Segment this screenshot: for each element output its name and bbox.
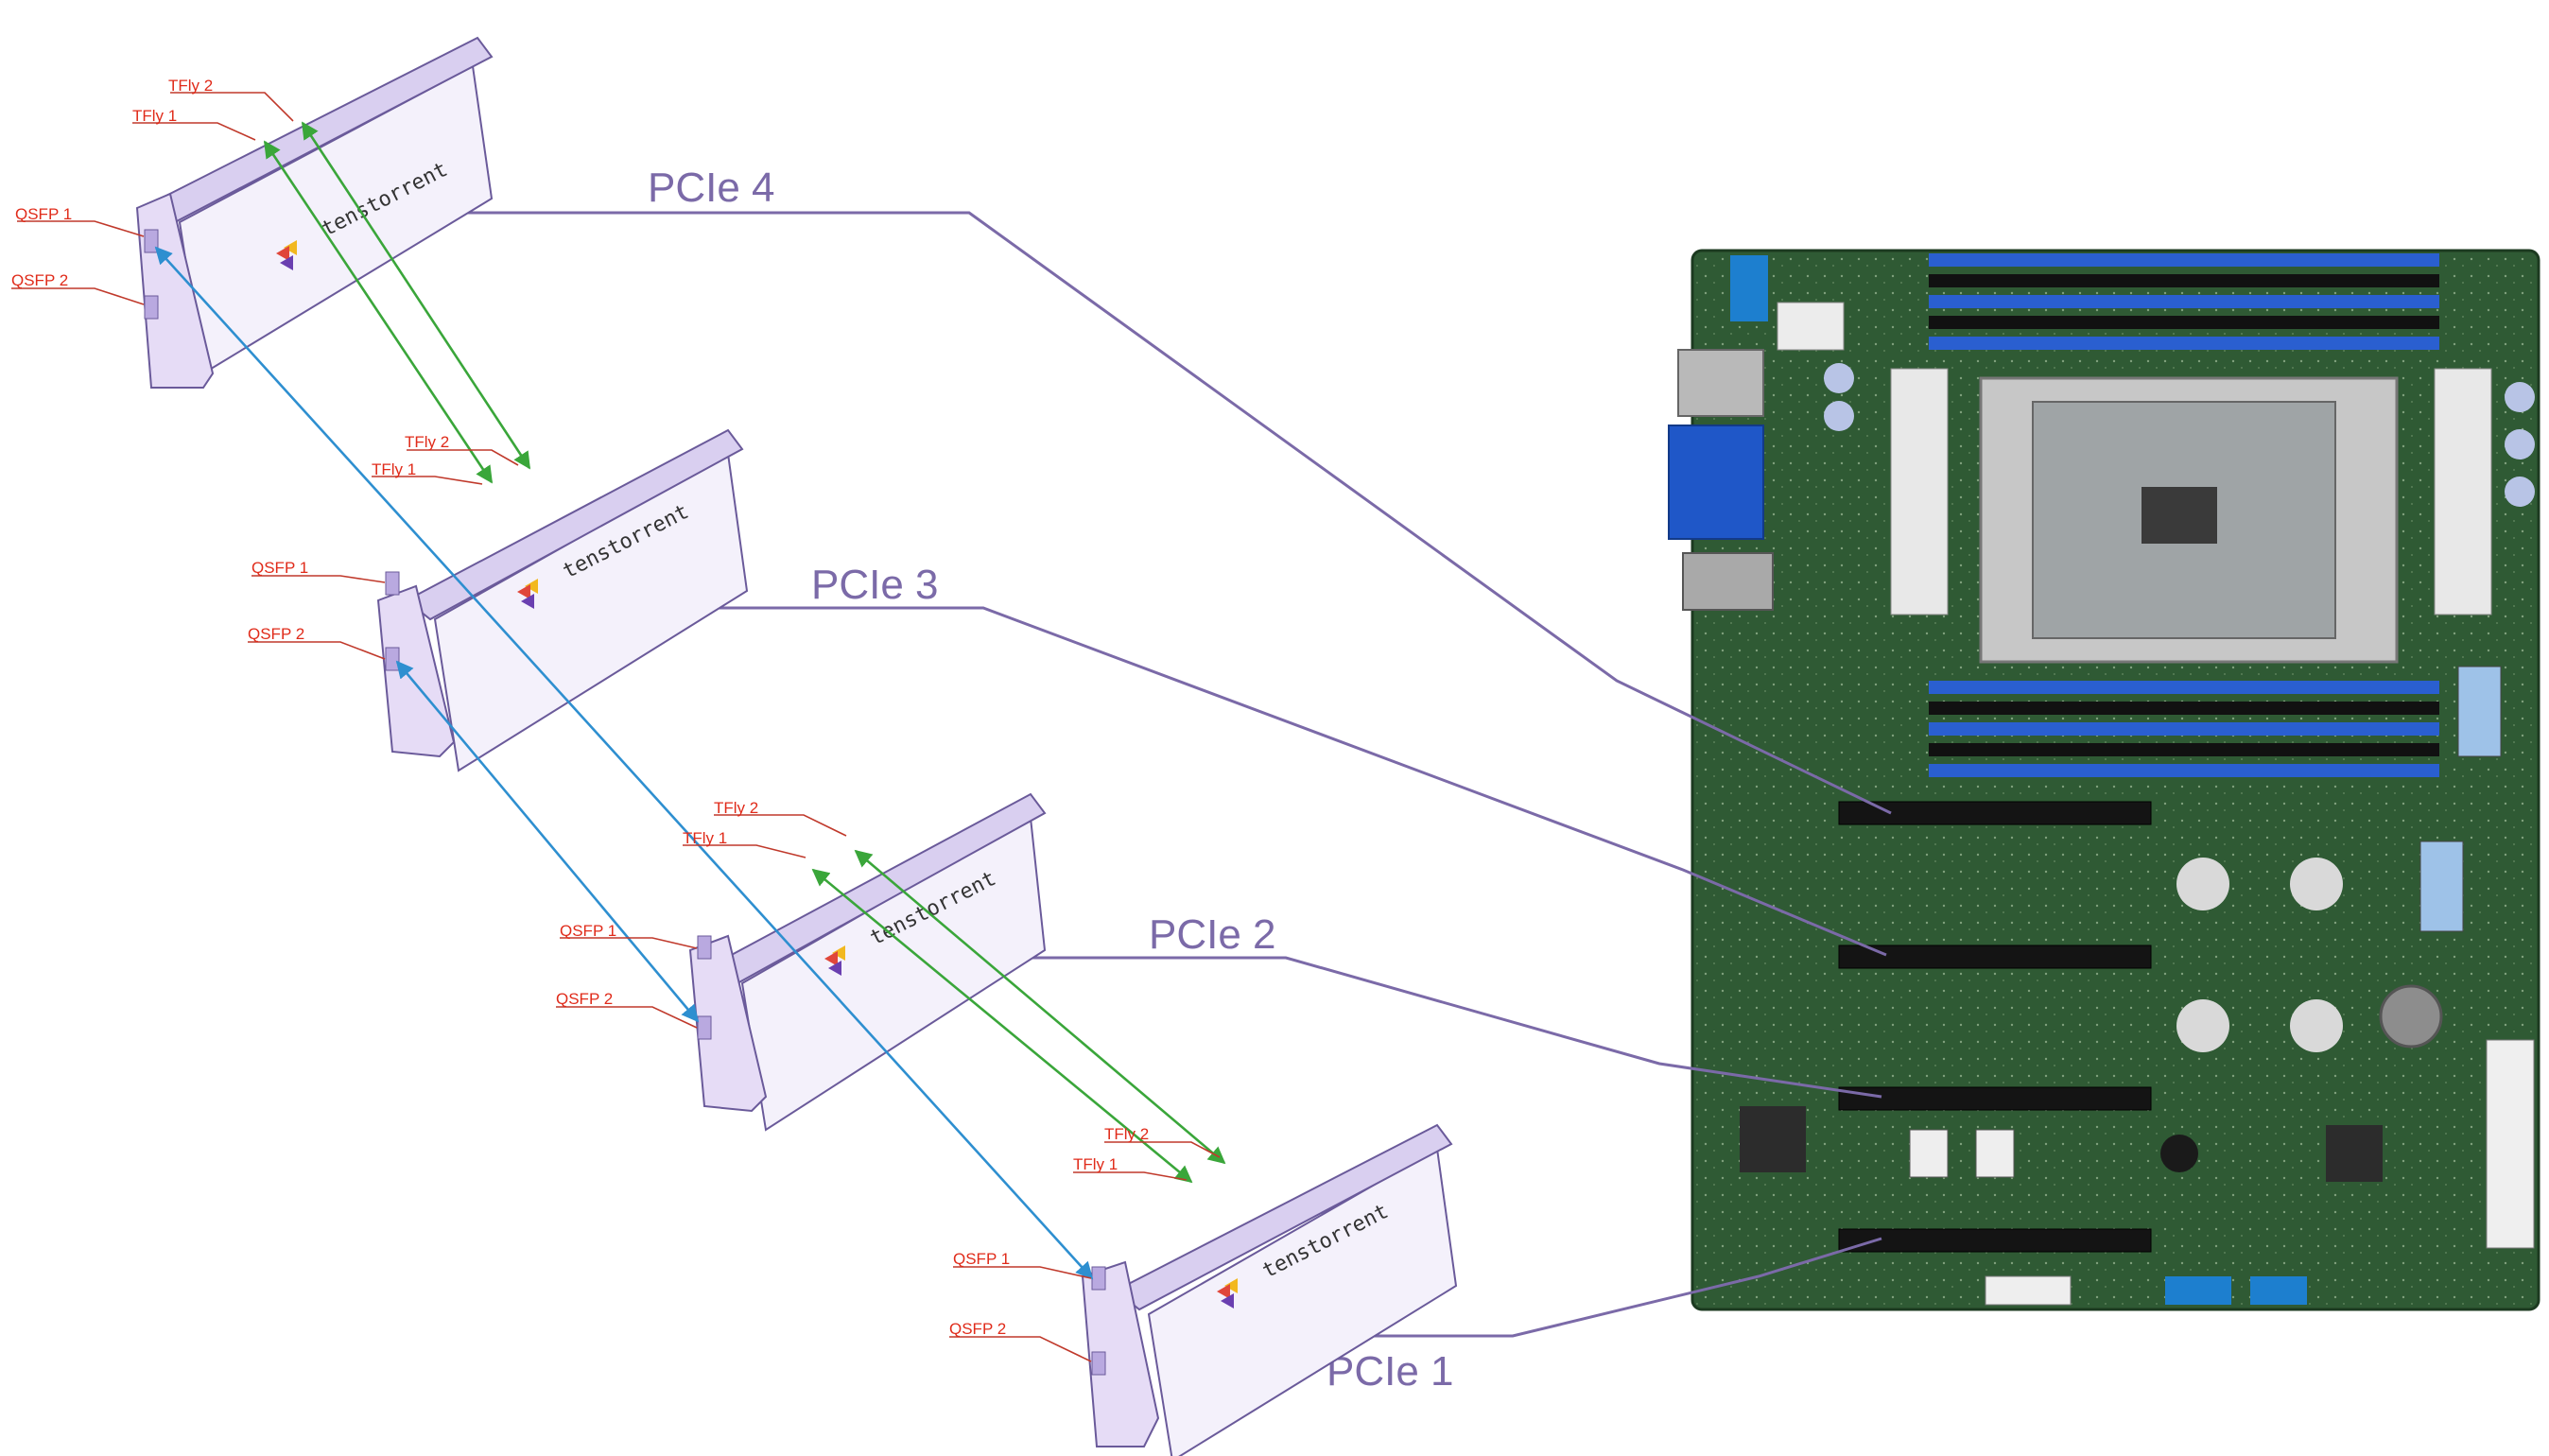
qsfp1-label: QSFP 1 (15, 205, 72, 223)
qsfp-port (697, 1015, 712, 1040)
qsfp-links (154, 246, 1094, 1280)
tfly1-label: TFly 1 (132, 107, 177, 125)
port-callouts-card4: TFly 2 TFly 1 QSFP 1 QSFP 2 (949, 1125, 1221, 1362)
qsfp1-link-card1-card4 (154, 246, 1094, 1280)
motherboard (1668, 249, 2540, 1311)
qsfp1-label: QSFP 1 (560, 922, 616, 940)
qsfp2-link-card2-card3 (395, 660, 700, 1023)
qsfp-port (1091, 1351, 1106, 1376)
port-callouts-card1: TFly 2 TFly 1 QSFP 1 QSFP 2 (11, 77, 294, 305)
qsfp-port (697, 935, 712, 960)
sata-connector (1730, 284, 1768, 321)
qsfp2-label: QSFP 2 (556, 990, 613, 1008)
port-callouts-card3: TFly 2 TFly 1 QSFP 1 QSFP 2 (556, 799, 847, 1029)
brand-logo (1217, 1278, 1238, 1309)
pcie-slot-1 (1838, 1228, 2152, 1253)
tfly2-label: TFly 2 (714, 799, 758, 817)
qsfp-port (144, 295, 159, 320)
board-chips (1740, 666, 2535, 1306)
pcie-3-label: PCIe 3 (811, 562, 939, 608)
accelerator-card: tenstorrent (376, 428, 749, 772)
qsfp1-label: QSFP 1 (251, 559, 308, 577)
port-callouts-card2: TFly 2 TFly 1 QSFP 1 QSFP 2 (248, 433, 519, 660)
rear-io-lan (1682, 552, 1774, 611)
pcie-slot-4 (1838, 801, 2152, 825)
qsfp-port (144, 229, 159, 253)
dimm-slots-top (1929, 253, 2439, 350)
cpu-socket (1979, 376, 2399, 664)
tfly2-label: TFly 2 (168, 77, 213, 95)
accelerator-card: tenstorrent (1081, 1123, 1458, 1456)
qsfp-port (385, 571, 400, 596)
pcie-4-label: PCIe 4 (648, 165, 775, 211)
tfly2-label: TFly 2 (1104, 1125, 1149, 1143)
tfly1-label: TFly 1 (372, 460, 416, 478)
rear-io-usb (1677, 349, 1764, 417)
qsfp-port (1091, 1266, 1106, 1291)
qsfp1-label: QSFP 1 (953, 1250, 1010, 1268)
qsfp2-label: QSFP 2 (11, 271, 68, 289)
pcie-slot-2 (1838, 1086, 2152, 1111)
pcie-2-label: PCIe 2 (1149, 911, 1276, 958)
card-bracket (1081, 1260, 1160, 1447)
qsfp2-label: QSFP 2 (248, 625, 304, 643)
pcie-4-line (463, 211, 1892, 815)
pcie-1-line (1272, 1237, 1882, 1338)
tfly1-label: TFly 1 (1073, 1155, 1118, 1173)
tfly2-label: TFly 2 (405, 433, 449, 451)
pcie-1-label: PCIe 1 (1327, 1348, 1454, 1395)
vrm-components (1824, 363, 2535, 615)
power-connector (1777, 302, 1845, 351)
tfly1-label: TFly 1 (683, 829, 727, 847)
qsfp-port (385, 647, 400, 671)
rear-io-vga (1668, 425, 1764, 540)
pcie-slot-3 (1838, 945, 2152, 969)
qsfp2-label: QSFP 2 (949, 1320, 1006, 1338)
pcie-leader-lines (463, 211, 1892, 1338)
dimm-slots-bottom (1929, 681, 2439, 777)
